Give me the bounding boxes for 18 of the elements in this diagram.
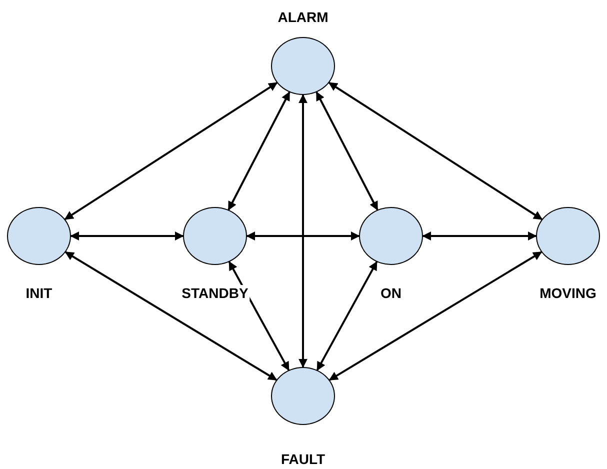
state-label: STANDBY [180, 285, 250, 301]
double-arrow [298, 94, 308, 368]
double-arrow [228, 261, 290, 371]
double-arrow [316, 261, 378, 371]
double-arrow [328, 251, 542, 381]
state-label: MOVING [538, 285, 598, 301]
state-label: INIT [24, 285, 54, 301]
state-label: ALARM [276, 9, 330, 25]
double-arrow [328, 82, 543, 220]
double-arrow [228, 91, 290, 211]
state-label: FAULT [280, 451, 326, 467]
double-arrow [64, 251, 278, 381]
double-arrow [422, 232, 537, 240]
double-arrow [64, 82, 278, 220]
double-arrow [246, 232, 360, 240]
state-label: ON [380, 285, 402, 301]
double-arrow [70, 232, 184, 240]
double-arrow [316, 91, 378, 211]
